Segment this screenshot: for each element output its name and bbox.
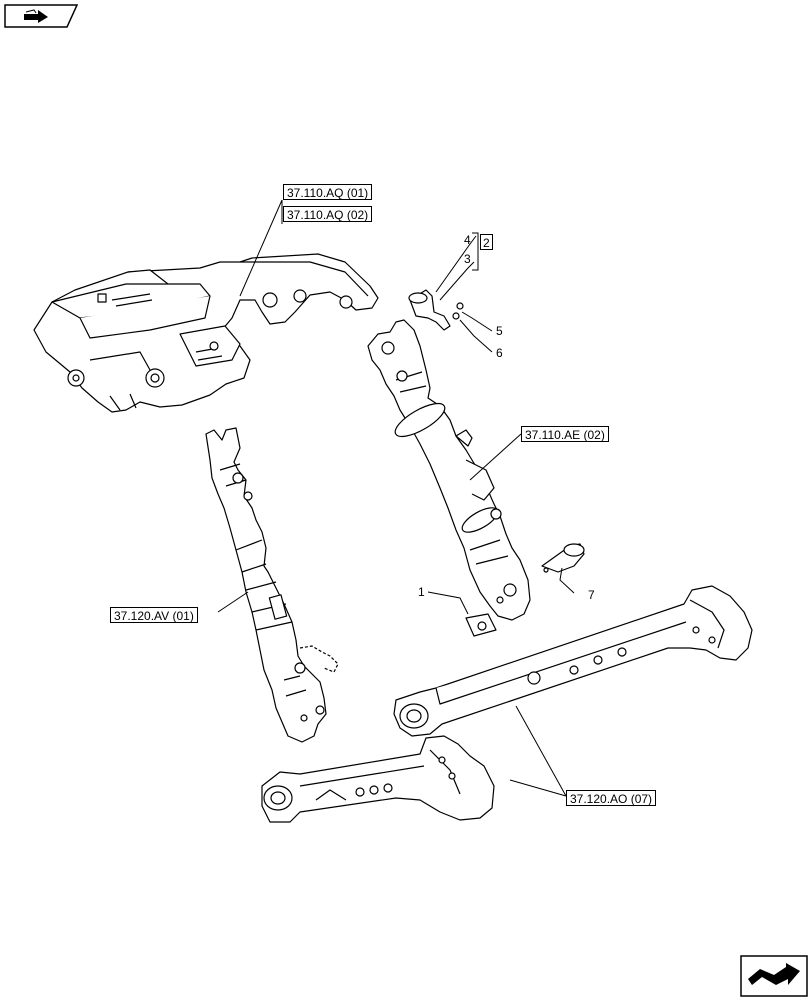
callout-1: 1: [418, 585, 425, 599]
book-arrow-icon[interactable]: [4, 4, 79, 28]
hitch-housing: [33, 253, 379, 413]
left-lift-rod: [205, 427, 339, 743]
callout-4: 4: [464, 233, 471, 247]
hydraulic-cylinder: [367, 319, 531, 621]
ref-37-120-av-01[interactable]: 37.120.AV (01): [110, 607, 198, 623]
callout-3: 3: [464, 252, 471, 266]
callout-6: 6: [496, 346, 503, 360]
ref-37-110-aq-02[interactable]: 37.110.AQ (02): [283, 206, 373, 222]
callout-2: 2: [480, 234, 493, 250]
leader-lines: [217, 199, 575, 797]
ref-37-110-aq-01[interactable]: 37.110.AQ (01): [283, 184, 373, 200]
lower-link-lower: [261, 735, 495, 823]
callout-5: 5: [496, 324, 503, 338]
next-page-arrow-icon[interactable]: [740, 955, 808, 997]
callout-7: 7: [588, 588, 595, 602]
pin-part-7: [541, 543, 585, 573]
ref-37-120-ao-07[interactable]: 37.120.AO (07): [566, 790, 657, 806]
ref-37-110-ae-02[interactable]: 37.110.AE (02): [521, 426, 609, 442]
washer-part: [465, 613, 497, 637]
pin-part: [408, 289, 464, 331]
lower-link-upper: [393, 585, 753, 737]
